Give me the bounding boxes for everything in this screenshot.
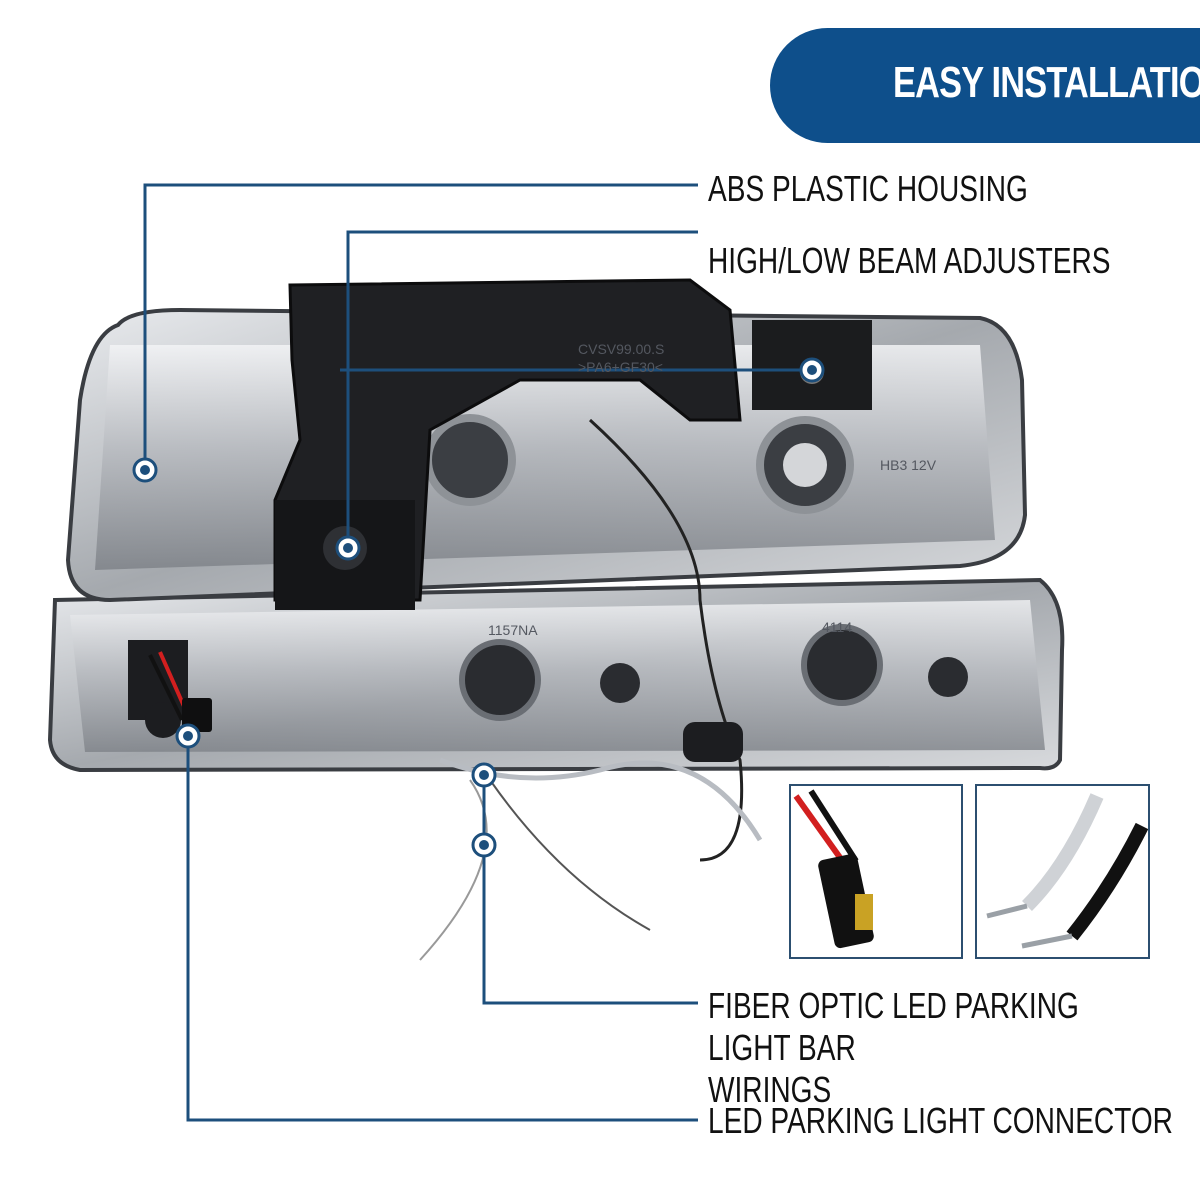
easy-installation-banner <box>770 28 1200 143</box>
callout-adjusters: HIGH/LOW BEAM ADJUSTERS <box>708 240 1111 281</box>
callout-markers <box>132 357 825 858</box>
parking-light-housing <box>47 577 1065 773</box>
callout-housing: ABS PLASTIC HOUSING <box>708 168 1028 209</box>
mark-4114: 4114 <box>822 619 852 635</box>
mark-hb3: HB3 12V <box>880 457 937 473</box>
connector-inset <box>789 784 963 959</box>
mark-cvsv: CVSV99.00.S <box>578 341 664 357</box>
banner-title: EASY INSTALLATION <box>893 58 1200 107</box>
headlight-housing <box>65 278 1028 961</box>
wire-ends-inset <box>975 784 1150 959</box>
mark-1157na: 1157NA <box>488 622 538 638</box>
callout-wirings: FIBER OPTIC LED PARKING LIGHT BAR WIRING… <box>708 985 1079 1110</box>
callout-connector: LED PARKING LIGHT CONNECTOR <box>708 1100 1173 1141</box>
mark-pa6: >PA6+GF30< <box>578 359 663 375</box>
leader-lines <box>143 183 812 1122</box>
